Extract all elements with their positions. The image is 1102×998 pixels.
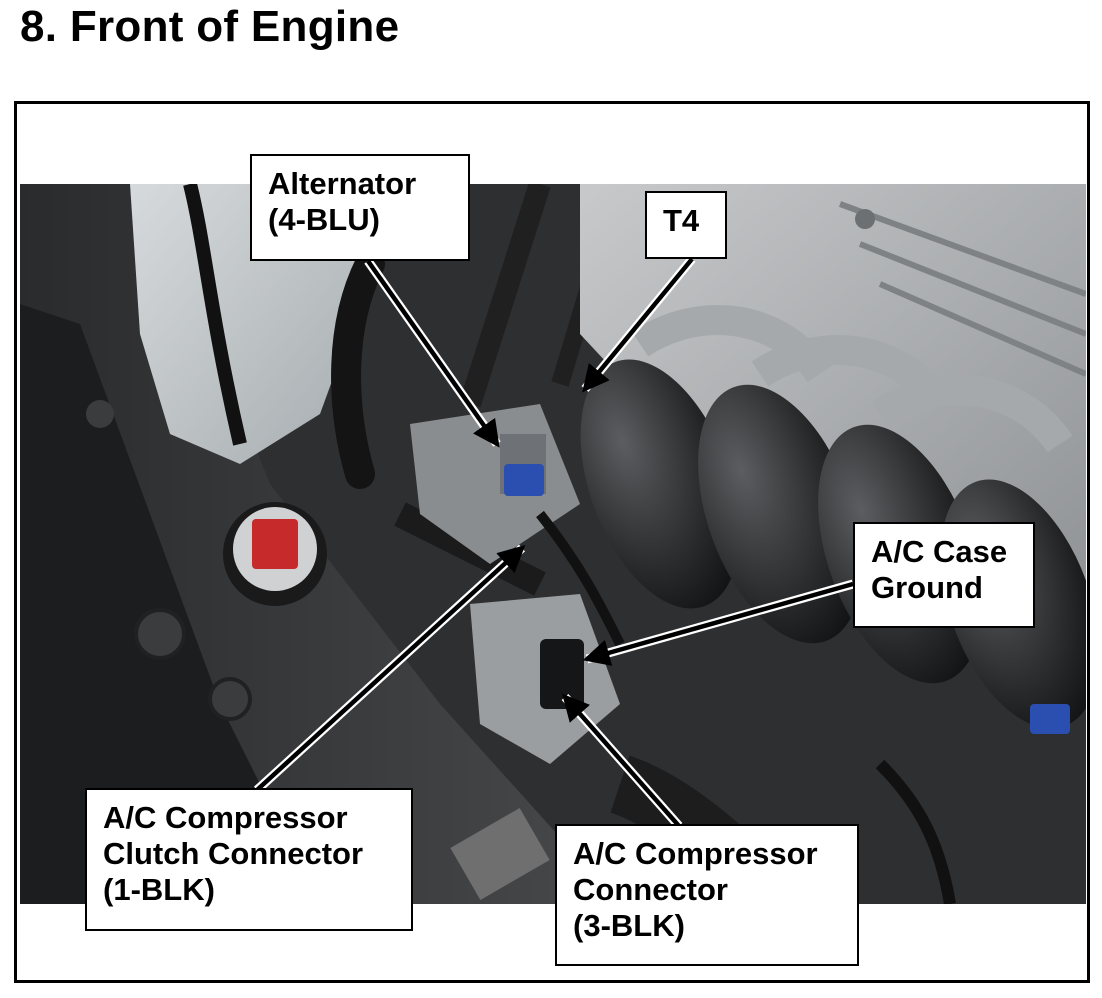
callout-t4: T4: [645, 191, 727, 259]
callout-ac-compressor: A/C Compressor Connector (3-BLK): [555, 824, 859, 966]
callout-ac-compressor-line1: A/C Compressor: [573, 836, 818, 871]
callout-ac-clutch-line3: (1-BLK): [103, 872, 215, 907]
callout-ac-clutch-line2: Clutch Connector: [103, 836, 364, 871]
callout-ac-case-ground-line1: A/C Case: [871, 534, 1008, 569]
callout-ac-clutch-line1: A/C Compressor: [103, 800, 348, 835]
callout-alternator-line2: (4-BLU): [268, 202, 380, 237]
callout-ac-case-ground-line2: Ground: [871, 570, 983, 605]
figure-frame: Alternator (4-BLU) T4 A/C Case Ground A/…: [14, 101, 1090, 983]
callout-ac-compressor-line2: Connector: [573, 872, 728, 907]
callout-ac-case-ground: A/C Case Ground: [853, 522, 1035, 628]
callout-ac-compressor-line3: (3-BLK): [573, 908, 685, 943]
callout-alternator: Alternator (4-BLU): [250, 154, 470, 261]
callout-ac-clutch: A/C Compressor Clutch Connector (1-BLK): [85, 788, 413, 931]
callout-alternator-line1: Alternator: [268, 166, 417, 201]
page-title: 8. Front of Engine: [20, 2, 400, 51]
callout-t4-line1: T4: [663, 203, 700, 238]
